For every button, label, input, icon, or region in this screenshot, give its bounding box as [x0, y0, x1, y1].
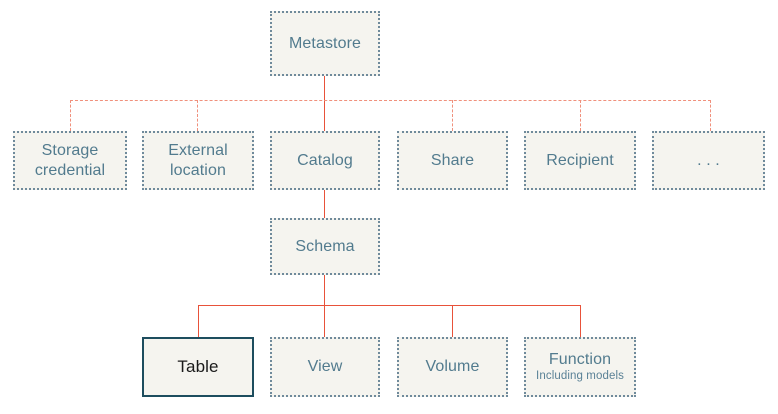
- node-metastore[interactable]: Metastore: [270, 11, 380, 76]
- edge-bus-to-volume: [452, 305, 453, 337]
- node-recipient-label: Recipient: [546, 151, 614, 169]
- node-storage-credential[interactable]: Storage credential: [13, 131, 127, 190]
- node-more[interactable]: . . .: [652, 131, 765, 190]
- edge-metastore-to-bus: [324, 76, 325, 137]
- edge-bus-to-recipient: [580, 100, 581, 131]
- node-recipient[interactable]: Recipient: [524, 131, 636, 190]
- edge-bus-metastore-children: [70, 100, 711, 101]
- edge-bus-to-external-location: [197, 100, 198, 131]
- node-schema-label: Schema: [295, 237, 355, 255]
- node-metastore-label: Metastore: [288, 34, 362, 52]
- edge-bus-to-share: [452, 100, 453, 131]
- node-function-sublabel: Including models: [536, 370, 624, 383]
- node-share-label: Share: [430, 151, 475, 169]
- edge-bus-to-function: [580, 305, 581, 337]
- node-more-label: . . .: [697, 151, 720, 169]
- node-volume-label: Volume: [425, 358, 480, 376]
- edge-bus-to-more: [710, 100, 711, 131]
- edge-bus-to-view: [324, 305, 325, 337]
- node-view[interactable]: View: [270, 337, 380, 397]
- edge-bus-to-table: [198, 305, 199, 337]
- edge-bus-schema-children: [198, 305, 581, 306]
- edge-catalog-to-schema: [324, 190, 325, 218]
- node-view-label: View: [307, 358, 343, 376]
- node-volume[interactable]: Volume: [397, 337, 508, 397]
- node-share[interactable]: Share: [397, 131, 508, 190]
- node-external-location[interactable]: External location: [142, 131, 254, 190]
- edge-bus-to-storage-credential: [70, 100, 71, 131]
- node-catalog[interactable]: Catalog: [270, 131, 380, 190]
- node-function-label: Function: [548, 350, 612, 368]
- node-table[interactable]: Table: [142, 337, 254, 397]
- node-table-label: Table: [177, 356, 219, 376]
- node-catalog-label: Catalog: [297, 151, 353, 169]
- node-schema[interactable]: Schema: [270, 218, 380, 275]
- node-function[interactable]: Function Including models: [524, 337, 636, 397]
- node-storage-credential-label: Storage credential: [34, 141, 106, 179]
- node-external-location-label: External location: [168, 141, 228, 179]
